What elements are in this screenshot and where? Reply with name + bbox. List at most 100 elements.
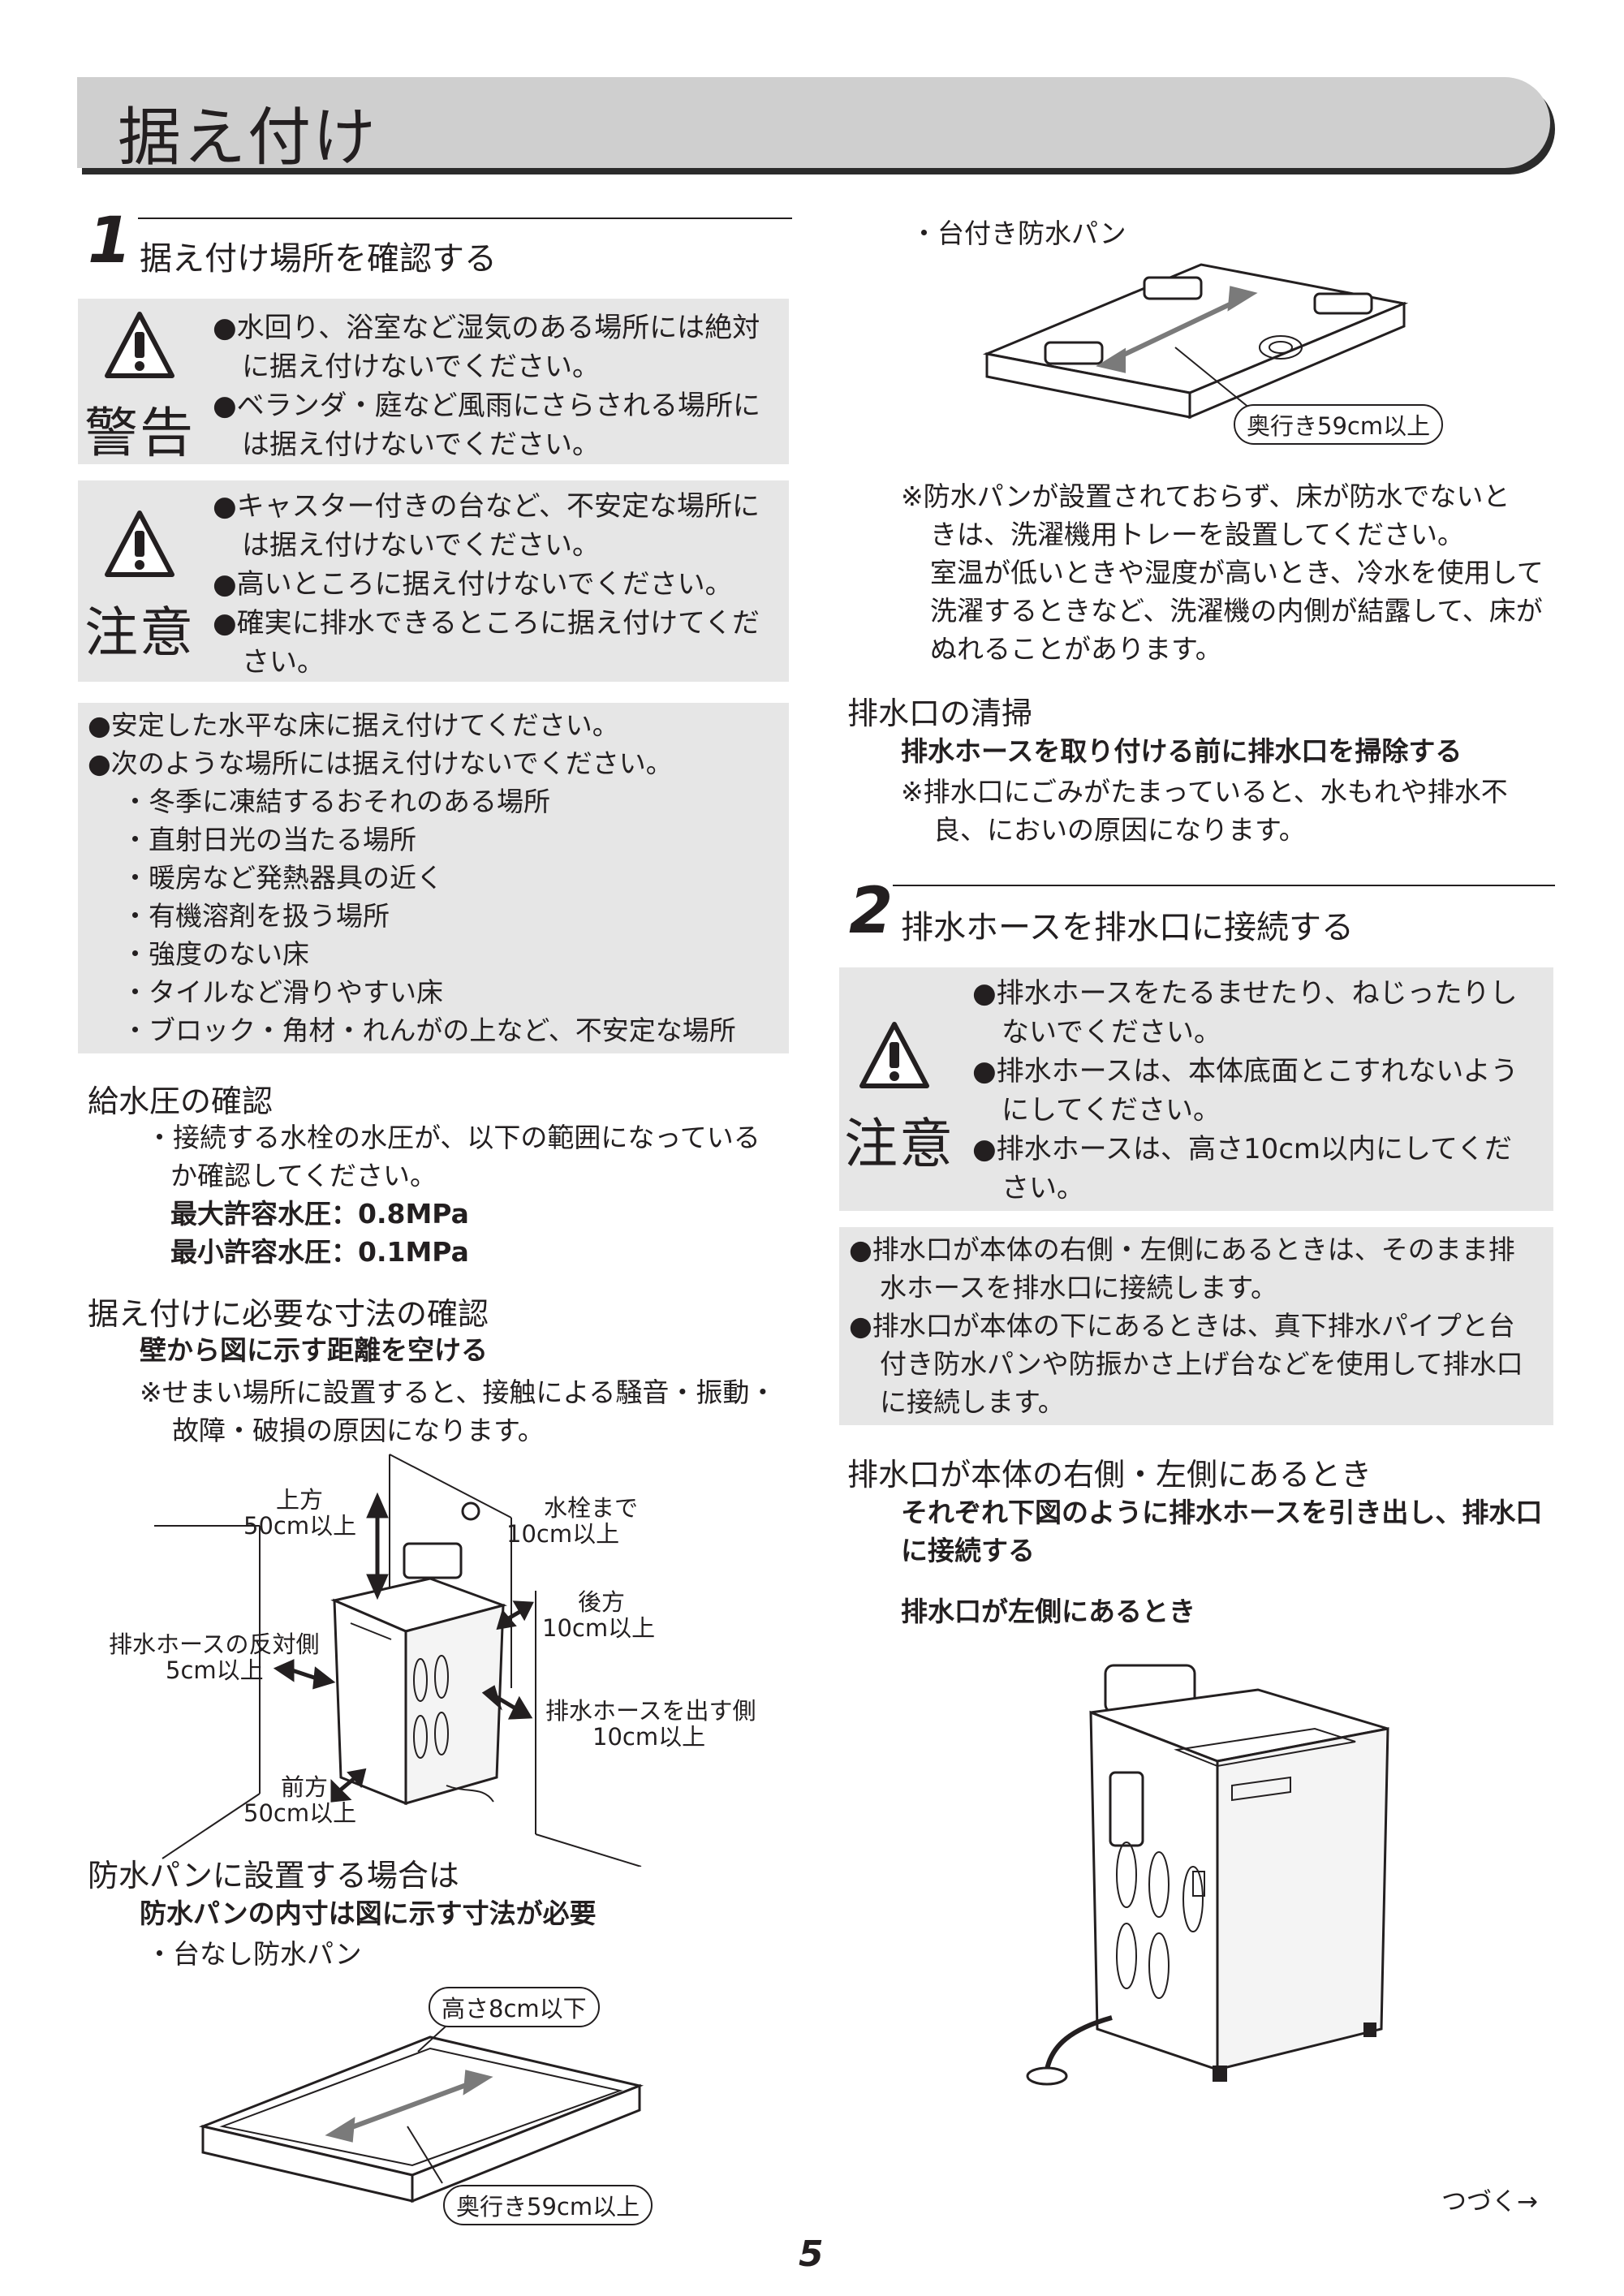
caution-line: ●高いところに据え付けないでください。 [213,568,733,601]
place-item: ・冬季に凍結するおそれのある場所 [122,786,550,817]
faucet-label-1: 水栓まで [544,1494,639,1522]
step2-caution-box [839,967,1553,1211]
front-label-2: 50cm以上 [243,1799,357,1827]
caution-line: ●キャスター付きの台など、不安定な場所に [213,490,760,523]
hose-side-label-1: 排水ホースを出す側 [545,1697,756,1725]
raised-pan-diagram [982,263,1409,420]
left-case-label: 排水口が左側にあるとき [901,1596,1195,1627]
caution-line: ●確実に排水できるところに据え付けてくだ [213,607,760,640]
pressure-line: ・接続する水栓の水圧が、以下の範囲になっている [146,1122,760,1153]
step2-caution-line: にしてください。 [1002,1094,1221,1126]
step2-info-line: に接続します。 [880,1386,1065,1418]
side-drain-line: それぞれ下図のように排水ホースを引き出し、排水口 [901,1497,1543,1528]
pan-note-line: 室温が低いときや湿度が高いとき、冷水を使用して [930,557,1544,588]
step2-caution-line: ないでください。 [1002,1016,1221,1049]
dimensions-note: ※せまい場所に設置すると、接触による騒音・振動・ 故障・破損の原因になります。 [140,1373,776,1450]
depth-callout-raised: 奥行き59cm以上 [1234,404,1444,445]
notes-box [78,703,789,1053]
drain-clean-note-line: ※排水口にごみがたまっていると、水もれや排水不 [901,776,1508,808]
pan-note-line: きは、洗濯機用トレーを設置してください。 [930,519,1465,550]
height-callout: 高さ8cm以下 [429,1987,600,2027]
step2-rule [893,885,1555,886]
front-label-1: 前方 [281,1773,329,1801]
notes-line: ●安定した水平な床に据え付けてください。 [88,709,619,741]
clearance-diagram [154,1454,642,1867]
step2-info-line: ●排水口が本体の下にあるときは、真下排水パイプと台 [849,1310,1515,1342]
pan-note-line: ※防水パンが設置されておらず、床が防水でないと [901,480,1510,512]
step2-caution-line: ●排水ホースは、高さ10cm以内にしてくだ [972,1133,1513,1165]
step2-title: 排水ホースを排水口に接続する [901,909,1354,946]
step2-caution-line: さい。 [1002,1172,1084,1204]
place-item: ・有機溶剤を扱う場所 [122,900,390,932]
drain-clean-note-line: 良、においの原因になります。 [933,814,1306,846]
depth-callout-flat: 奥行き59cm以上 [443,2185,653,2225]
step2-number: 2 [849,875,894,948]
flat-pan-diagram [198,2025,644,2203]
caution-box [78,480,789,682]
water-pressure-heading: 給水圧の確認 [88,1083,274,1119]
caution-text: ●キャスター付きの台など、不安定な場所に は据え付けないでください。 ●高いとこ… [213,487,760,682]
faucet-icon [461,1501,480,1521]
warning-box [78,299,789,464]
drain-clean-note: ※排水口にごみがたまっていると、水もれや排水不 良、においの原因になります。 [901,773,1508,849]
dimensions-note-line: ※せまい場所に設置すると、接触による騒音・振動・ [140,1376,777,1408]
side-drain-line: に接続する [901,1535,1035,1566]
warning-text: ●水回り、浴室など湿気のある場所には絶対 に据え付けないでください。 ●ベランダ… [213,308,760,464]
page-number: 5 [799,2234,824,2275]
step2-info-text: ●排水口が本体の右側・左側にあるときは、そのまま排 水ホースを排水口に接続します… [849,1230,1523,1421]
pan-note: ※防水パンが設置されておらず、床が防水でないと きは、洗濯機用トレーを設置してく… [901,477,1544,668]
pan-subheading: 防水パンの内寸は図に示す寸法が必要 [140,1898,597,1929]
caution-line: は据え付けないでください。 [242,529,600,562]
faucet-label-2: 10cm以上 [506,1520,620,1548]
opposite-label-2: 5cm以上 [166,1656,264,1684]
dimensions-heading: 据え付けに必要な寸法の確認 [88,1296,489,1332]
step2-caution-line: ●排水ホースをたるませたり、ねじったりし [972,977,1518,1010]
side-drain-heading: 排水口が本体の右側・左側にあるとき [847,1457,1372,1493]
pan-heading: 防水パンに設置する場合は [88,1858,459,1893]
warning-line: に据え付けないでください。 [242,351,600,383]
step1-rule [138,218,792,219]
drain-clean-subheading: 排水ホースを取り付ける前に排水口を掃除する [901,735,1462,767]
place-item: ・直射日光の当たる場所 [122,824,416,855]
step2-caution-line: ●排水ホースは、本体底面とこすれないよう [972,1055,1518,1088]
hose-side-label-2: 10cm以上 [592,1723,706,1751]
step2-info-line: 付き防水パンや防振かさ上げ台などを使用して排水口 [880,1348,1523,1380]
place-item: ・暖房など発熱器具の近く [122,862,443,894]
pressure-line: か確認してください。 [170,1160,437,1191]
step2-caution-label: 注意 [844,1113,954,1175]
max-pressure: 最大許容水圧：0.8MPa [170,1198,469,1230]
caution-label: 注意 [84,601,195,664]
page-title: 据え付け [118,101,378,174]
dimensions-subheading: 壁から図に示す距離を空ける [140,1334,488,1366]
drain-clean-heading: 排水口の清掃 [847,696,1033,731]
opposite-label-1: 排水ホースの反対側 [109,1630,320,1658]
min-pressure: 最小許容水圧：0.1MPa [170,1236,469,1268]
warning-line: は据え付けないでください。 [242,429,600,461]
dimensions-note-line: 故障・破損の原因になります。 [172,1415,545,1446]
notes-line: ●次のような場所には据え付けないでください。 [88,747,673,779]
warning-line: ●ベランダ・庭など風雨にさらされる場所に [213,390,760,422]
step2-info-line: ●排水口が本体の右側・左側にあるときは、そのまま排 [849,1234,1515,1265]
washer-left-drain-diagram [1026,1664,1389,2086]
place-item: ・タイルなど滑りやすい床 [122,976,443,1008]
step2-info-line: 水ホースを排水口に接続します。 [880,1272,1278,1303]
step1-title: 据え付け場所を確認する [140,240,497,278]
raised-pan-type: ・台付き防水パン [911,218,1126,249]
warning-line: ●水回り、浴室など湿気のある場所には絶対 [213,312,760,344]
pan-note-line: 洗濯するときなど、洗濯機の内側が結露して、床が [930,595,1543,627]
place-item: ・強度のない床 [122,938,309,970]
pan-note-line: ぬれることがあります。 [930,633,1222,665]
top-label-1: 上方 [276,1486,324,1514]
top-label-2: 50cm以上 [243,1512,357,1540]
flat-pan-type: ・台なし防水パン [146,1938,362,1970]
warning-triangle-icon [105,510,174,577]
page-title-bar: 据え付け [77,77,1550,174]
continue-label: つづく→ [1441,2187,1538,2216]
drain-icon [1026,2066,1068,2086]
caution-line: さい。 [242,646,325,678]
back-label-1: 後方 [578,1588,626,1616]
step1-number: 1 [88,205,132,278]
place-item: ・ブロック・角材・れんがの上など、不安定な場所 [122,1014,736,1046]
side-drain-text: それぞれ下図のように排水ホースを引き出し、排水口 に接続する [901,1493,1542,1570]
warning-triangle-icon [859,1022,929,1088]
